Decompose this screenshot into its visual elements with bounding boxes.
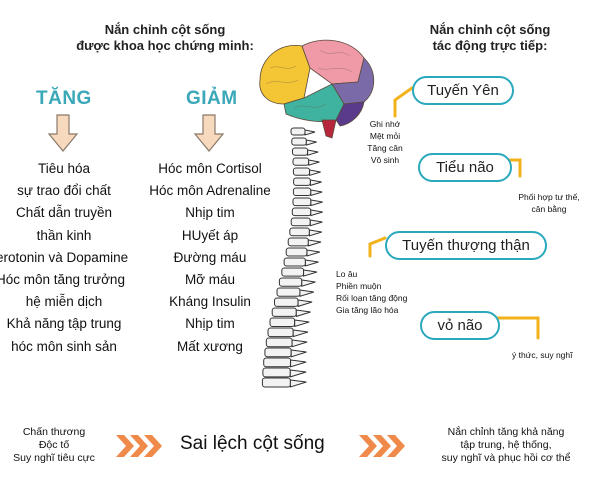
vertebra-process xyxy=(310,209,323,217)
vertebra-process xyxy=(304,259,319,267)
target-pituitary: Tuyến Yên xyxy=(412,76,514,105)
vertebra-process xyxy=(301,279,316,287)
brain-icon xyxy=(259,39,375,139)
brain-spine-illustration xyxy=(259,39,375,388)
vertebra-process xyxy=(306,249,320,257)
list-item: sự trao đổi chất xyxy=(17,183,111,199)
list-item: Nhịp tim xyxy=(185,205,235,221)
list-item: Hóc môn tăng trưởng xyxy=(0,271,125,287)
vertebra-process xyxy=(289,379,307,388)
list-item: hóc môn sinh sản xyxy=(11,338,117,354)
list-item: hệ miễn dịch xyxy=(25,294,103,310)
target-adrenal: Tuyến thượng thận xyxy=(385,231,547,260)
vertebra-process xyxy=(310,189,323,197)
list-item: Hóc môn Adrenaline xyxy=(149,183,271,199)
vertebra-process xyxy=(308,229,322,237)
cortex-notes: ý thức, suy nghĩ xyxy=(512,350,573,360)
left-header: Nắn chỉnh cột sống được khoa học chứng m… xyxy=(76,22,254,53)
list-item: Hóc môn Cortisol xyxy=(158,161,262,176)
list-item: Mỡ máu xyxy=(184,271,236,287)
list-item: Nhịp tim xyxy=(185,316,235,332)
chevron-right-arrows-right-icon xyxy=(359,435,405,457)
list-item: thần kinh xyxy=(36,227,92,243)
target-cortex: vỏ não xyxy=(420,311,500,340)
right-header: Nắn chỉnh cột sống tác động trực tiếp: xyxy=(429,22,551,53)
increase-title: TĂNG xyxy=(36,88,92,109)
result-text: Nắn chỉnh tăng khả năng tập trung, hệ th… xyxy=(441,426,571,464)
center-text: Sai lệch cột sống xyxy=(180,433,325,454)
adrenal-notes: Lo âu Phiền muộn Rối loạn tăng động Gia … xyxy=(336,269,408,315)
vertebra-process xyxy=(307,239,322,247)
vertebra-process xyxy=(303,269,318,277)
cerebellum-notes: Phối hợp tư thế, cân bằng xyxy=(518,192,580,214)
causes-text: Chấn thương Độc tố Suy nghĩ tiêu cực xyxy=(13,426,95,464)
vertebra-process xyxy=(305,139,317,146)
vertebra-process xyxy=(310,199,323,207)
list-item: Kháng Insulin xyxy=(169,294,251,310)
target-cerebellum: Tiểu não xyxy=(418,153,512,182)
list-item: Đường máu xyxy=(173,249,247,265)
vertebra-process xyxy=(290,349,307,358)
vertebra-process xyxy=(294,319,310,328)
increase-list: Tiêu hóa sự trao đổi chất Chất dẫn truyề… xyxy=(0,158,128,358)
vertebra-process xyxy=(292,329,309,338)
vertebra-process xyxy=(309,169,321,176)
chevron-right-arrows-left-icon xyxy=(116,435,162,457)
vertebra-process xyxy=(297,299,313,308)
vertebra-process xyxy=(307,149,319,156)
vertebra-process xyxy=(304,129,316,136)
vertebra-process xyxy=(309,179,322,187)
vertebra-process xyxy=(295,309,311,318)
spine-icon xyxy=(261,127,323,388)
increase-down-arrow-icon xyxy=(47,114,79,152)
decrease-title: GIẢM xyxy=(186,88,238,109)
list-item: Mất xương xyxy=(177,338,243,354)
vertebra-process xyxy=(290,359,307,368)
pituitary-notes: Ghi nhớ Mệt mỏi Tăng cân Vô sinh xyxy=(367,119,403,165)
vertebra-process xyxy=(289,369,307,378)
list-item: HUyết áp xyxy=(181,227,239,243)
vertebra-process xyxy=(299,289,314,297)
list-item: Khả năng tập trung xyxy=(6,316,122,332)
list-item: Tiêu hóa xyxy=(37,161,91,176)
list-item: Chất dẫn truyền xyxy=(15,205,113,221)
decrease-list: Hóc môn Cortisol Hóc môn Adrenaline Nhịp… xyxy=(140,158,280,358)
list-item: erotonin và Dopamine xyxy=(0,249,129,265)
vertebra-process xyxy=(291,339,308,348)
vertebra-process xyxy=(308,159,320,166)
decrease-down-arrow-icon xyxy=(193,114,225,152)
vertebra-process xyxy=(309,219,323,227)
